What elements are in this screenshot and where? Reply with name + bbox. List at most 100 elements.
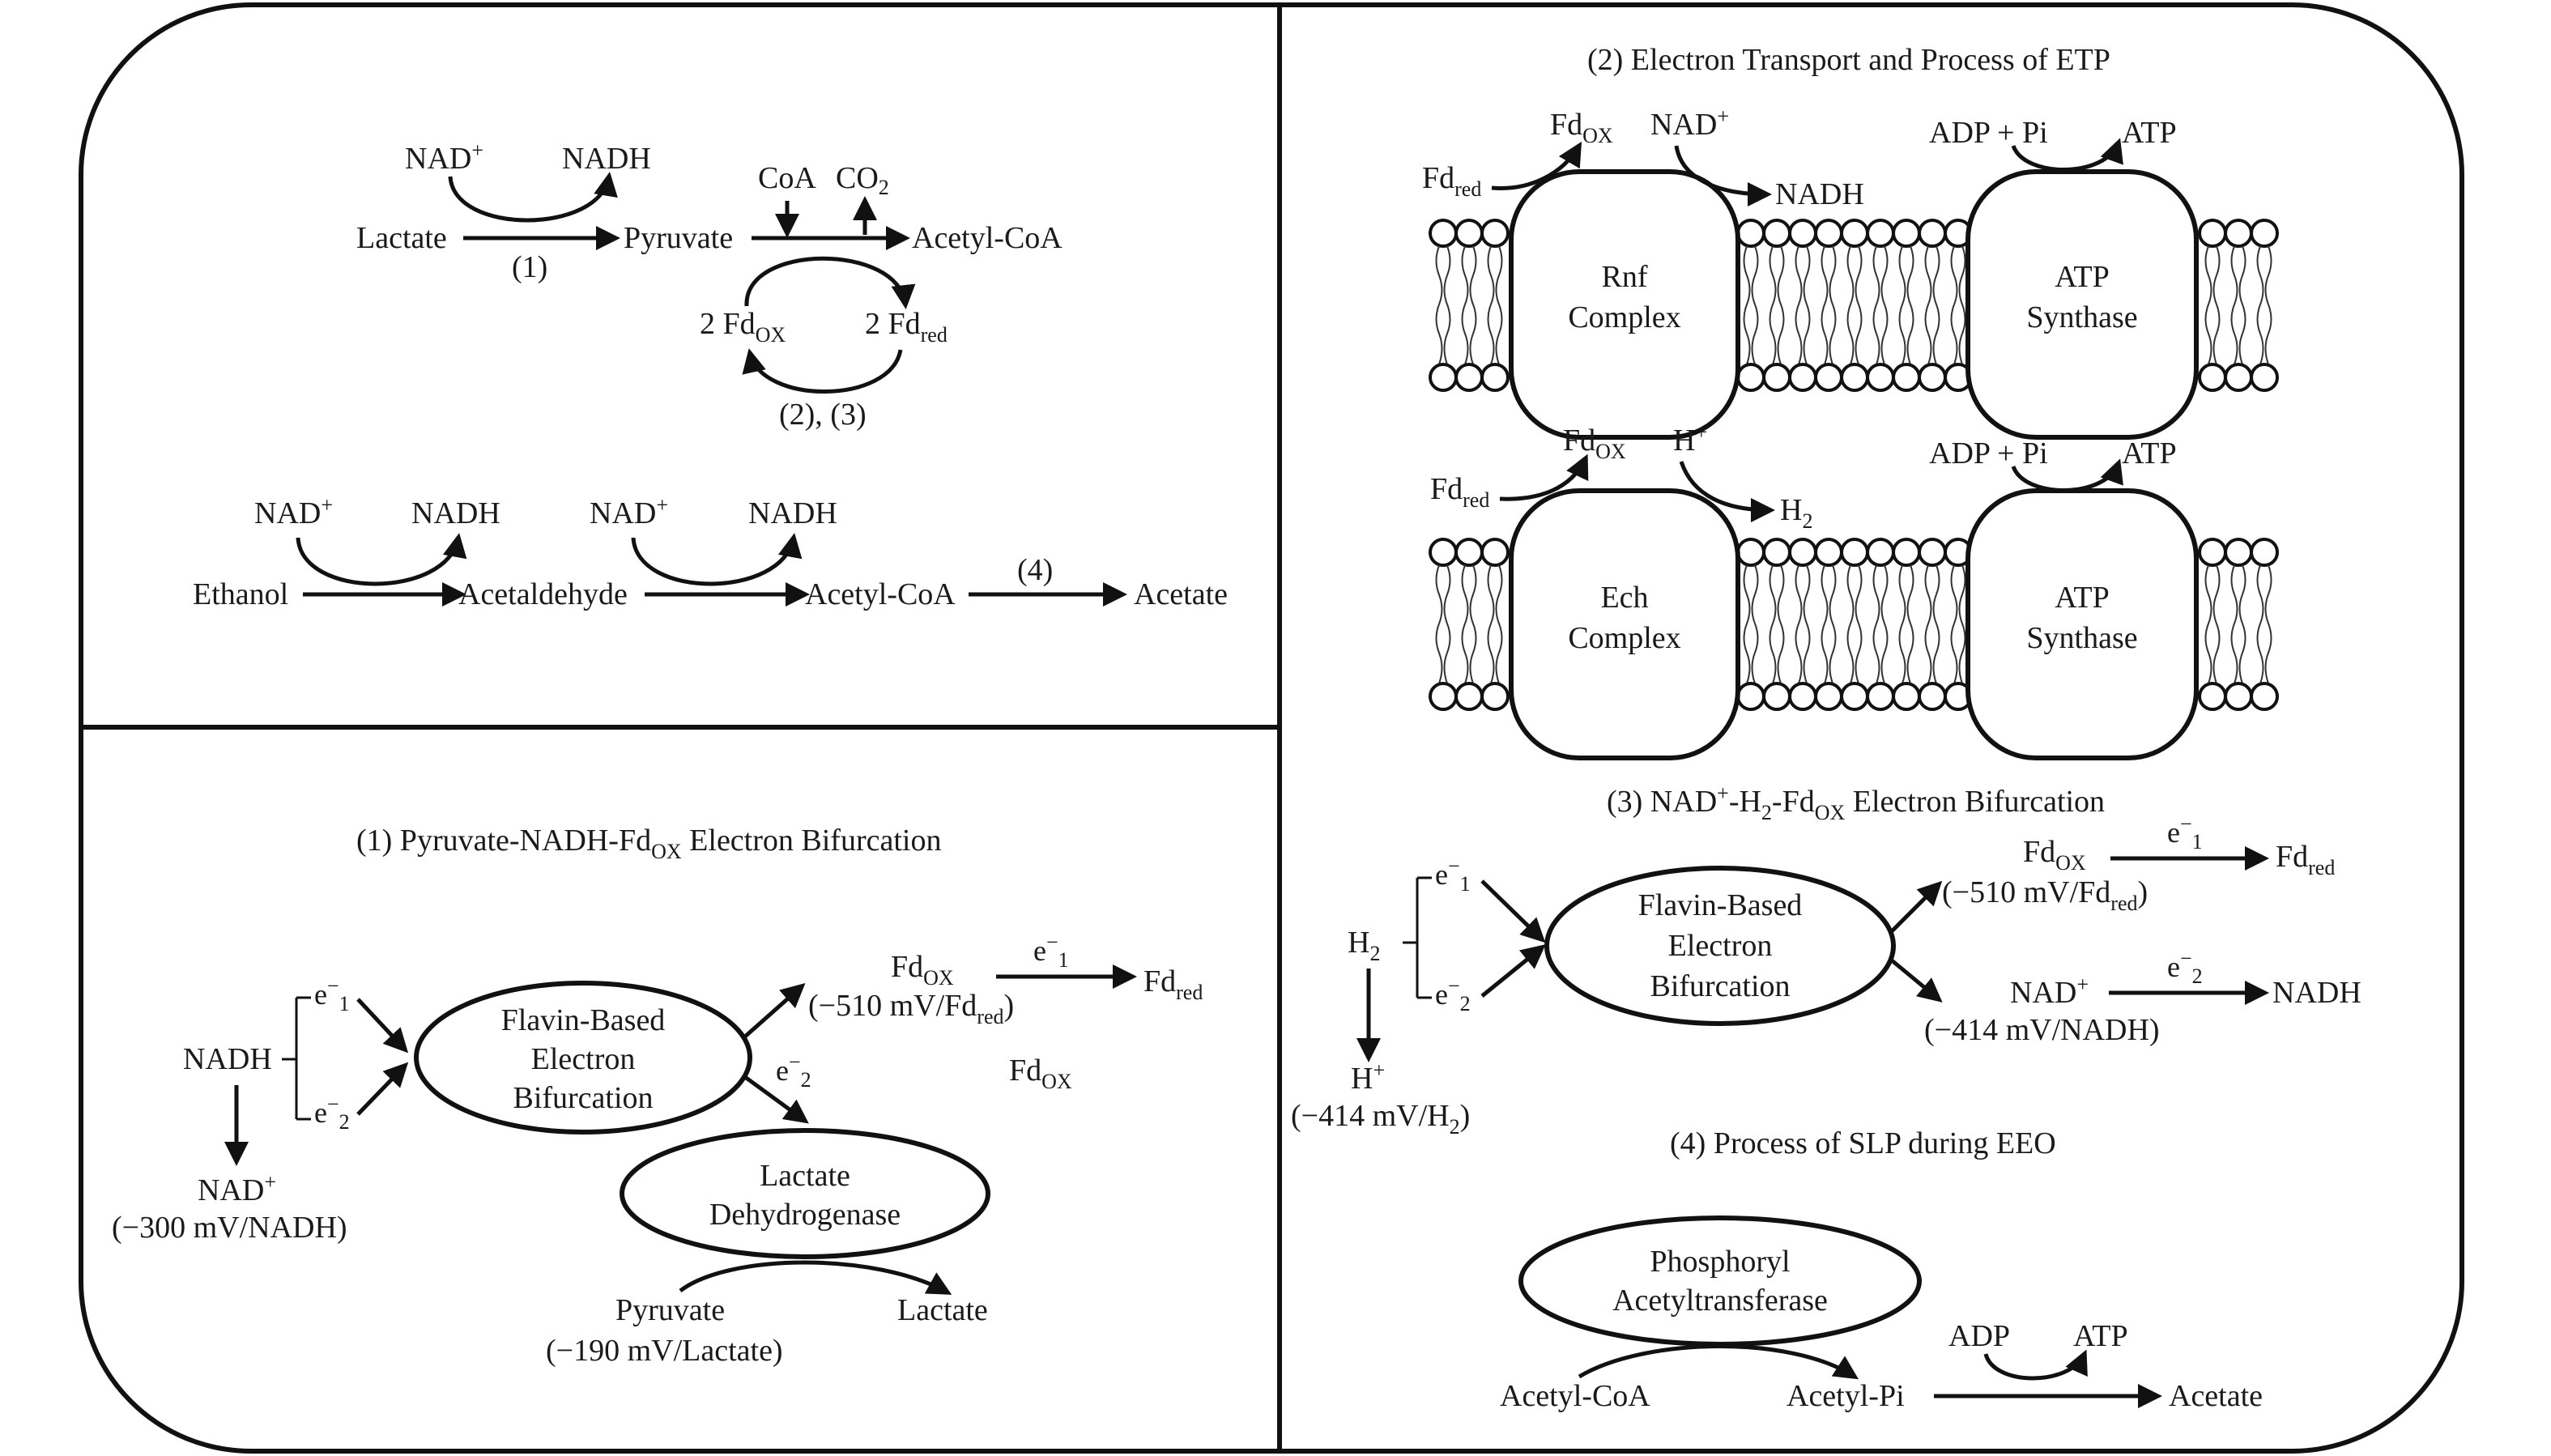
node-acetyl-coa-2: Acetyl-CoA bbox=[805, 577, 956, 611]
step-label-2-3: (2), (3) bbox=[779, 398, 867, 432]
panel-pathways: NAD+ NADH Lactate (1) Pyruvate Acetyl-Co… bbox=[193, 138, 1228, 611]
atp-synthase-upper-label-2: Synthase bbox=[2026, 300, 2137, 334]
potential-190: (−190 mV/Lactate) bbox=[546, 1334, 783, 1368]
label-nad-plus-upper: NAD+ bbox=[1650, 104, 1729, 142]
label-atp-lower: ATP bbox=[2122, 436, 2177, 470]
label-adp-pi-lower: ADP + Pi bbox=[1929, 436, 2048, 470]
node-acetyl-coa-1: Acetyl-CoA bbox=[912, 221, 1063, 255]
label-e1-bl: e−1 bbox=[314, 974, 350, 1015]
label-nadh-upper: NADH bbox=[1775, 177, 1864, 211]
ldh-ellipse bbox=[620, 1128, 990, 1259]
label-fd-ox-lower: FdOX bbox=[1563, 424, 1626, 463]
fbeb-br-label-1: Flavin-Based bbox=[1638, 888, 1803, 922]
label-nadh-3: NADH bbox=[748, 496, 837, 530]
label-nad-plus-bl: NAD+ bbox=[198, 1170, 276, 1207]
node-h-plus-br: H+ bbox=[1351, 1058, 1385, 1096]
node-ethanol: Ethanol bbox=[193, 577, 288, 611]
fbeb-br-label-3: Bifurcation bbox=[1650, 969, 1790, 1003]
label-2fd-red: 2 Fdred bbox=[865, 307, 948, 347]
potential-300: (−300 mV/NADH) bbox=[112, 1211, 347, 1245]
title-bifurcation-1: (1) Pyruvate-NADH-FdOX Electron Bifurcat… bbox=[356, 824, 941, 863]
node-h2-br: H2 bbox=[1348, 926, 1380, 965]
fbeb-bl-label-1: Flavin-Based bbox=[501, 1003, 666, 1037]
label-e1-transfer-bl: e−1 bbox=[1033, 930, 1069, 972]
node-lactate-bl: Lactate bbox=[897, 1293, 988, 1327]
label-h2: H2 bbox=[1780, 493, 1812, 533]
label-nadh-2: NADH bbox=[411, 496, 500, 530]
label-fd-red-br: Fdred bbox=[2276, 840, 2335, 879]
node-acetaldehyde: Acetaldehyde bbox=[458, 577, 628, 611]
panel-pyruvate-bifurcation: (1) Pyruvate-NADH-FdOX Electron Bifurcat… bbox=[112, 824, 1203, 1368]
atp-synthase-lower-label-1: ATP bbox=[2055, 581, 2110, 615]
fbeb-ellipse-bl bbox=[414, 981, 752, 1135]
title-etp: (2) Electron Transport and Process of ET… bbox=[1587, 43, 2110, 77]
label-atp-upper: ATP bbox=[2122, 116, 2177, 150]
label-e2-bl: e−2 bbox=[314, 1092, 350, 1134]
potential-414-h2: (−414 mV/H2) bbox=[1291, 1099, 1470, 1139]
atp-synthase-upper bbox=[1965, 169, 2199, 440]
node-lactate: Lactate bbox=[356, 221, 447, 255]
potential-510-bl: (−510 mV/Fdred) bbox=[808, 989, 1014, 1028]
node-acetyl-coa-br: Acetyl-CoA bbox=[1500, 1379, 1650, 1413]
potential-510-br: (−510 mV/Fdred) bbox=[1942, 875, 2148, 915]
node-acetyl-pi: Acetyl-Pi bbox=[1787, 1379, 1905, 1413]
fbeb-ellipse-br bbox=[1544, 866, 1896, 1026]
label-adp-br: ADP bbox=[1948, 1319, 2010, 1353]
label-fd-ox-br: FdOX bbox=[2023, 835, 2086, 875]
node-acetate-br: Acetate bbox=[2169, 1379, 2263, 1413]
node-pyruvate: Pyruvate bbox=[624, 221, 733, 255]
label-h-plus: H+ bbox=[1673, 420, 1707, 458]
node-nadh-bl: NADH bbox=[183, 1042, 272, 1076]
label-e2-br: e−2 bbox=[1435, 974, 1471, 1015]
fbeb-bl-label-3: Bifurcation bbox=[513, 1081, 653, 1115]
label-2fd-ox: 2 FdOX bbox=[700, 307, 786, 347]
pta-ellipse bbox=[1518, 1215, 1922, 1347]
label-fd-ox-bl-2: FdOX bbox=[1009, 1054, 1072, 1093]
label-nad-plus-3: NAD+ bbox=[590, 493, 668, 530]
atp-synthase-lower bbox=[1965, 488, 2199, 760]
fbeb-bl-label-2: Electron bbox=[531, 1042, 636, 1076]
ech-complex bbox=[1509, 488, 1740, 760]
fbeb-br-label-2: Electron bbox=[1668, 929, 1773, 963]
ech-label-2: Complex bbox=[1568, 621, 1680, 655]
panel-h2-bifurcation: (3) NAD+-H2-FdOX Electron Bifurcation H2… bbox=[1291, 781, 2361, 1413]
label-co2: CO2 bbox=[836, 161, 889, 199]
label-nadh-br: NADH bbox=[2272, 976, 2361, 1010]
label-nad-plus-2: NAD+ bbox=[254, 493, 333, 530]
rnf-complex bbox=[1509, 169, 1740, 440]
label-nad-plus-1: NAD+ bbox=[405, 138, 483, 176]
step-label-4: (4) bbox=[1017, 553, 1053, 587]
ldh-label-2: Dehydrogenase bbox=[709, 1198, 901, 1232]
pta-label-1: Phosphoryl bbox=[1650, 1245, 1790, 1279]
label-adp-pi-upper: ADP + Pi bbox=[1929, 116, 2048, 150]
label-fd-red-bl: Fdred bbox=[1143, 964, 1203, 1004]
rnf-label-1: Rnf bbox=[1602, 260, 1648, 294]
node-acetate-1: Acetate bbox=[1134, 577, 1228, 611]
label-atp-br: ATP bbox=[2073, 1319, 2128, 1353]
rnf-label-2: Complex bbox=[1568, 300, 1680, 334]
ech-label-1: Ech bbox=[1600, 581, 1648, 615]
outer-frame bbox=[79, 2, 2464, 1454]
label-nadh-1: NADH bbox=[562, 142, 651, 176]
label-e1-br: e−1 bbox=[1435, 854, 1471, 896]
label-e2-transfer-br: e−2 bbox=[2167, 947, 2203, 988]
ldh-label-1: Lactate bbox=[760, 1159, 850, 1193]
label-fd-ox-upper: FdOX bbox=[1550, 108, 1613, 147]
pta-label-2: Acetyltransferase bbox=[1612, 1284, 1828, 1318]
step-label-1: (1) bbox=[512, 250, 547, 284]
label-fd-ox-bl: FdOX bbox=[891, 950, 954, 990]
label-coa: CoA bbox=[758, 161, 816, 195]
atp-synthase-upper-label-1: ATP bbox=[2055, 260, 2110, 294]
panel-electron-transport: (2) Electron Transport and Process of ET… bbox=[1422, 43, 2279, 760]
title-slp: (4) Process of SLP during EEO bbox=[1670, 1126, 2056, 1160]
label-fd-red-upper: Fdred bbox=[1422, 161, 1481, 201]
atp-synthase-lower-label-2: Synthase bbox=[2026, 621, 2137, 655]
label-nad-plus-br: NAD+ bbox=[2010, 973, 2089, 1010]
label-e1-transfer-br: e−1 bbox=[2167, 812, 2203, 854]
label-fd-red-lower: Fdred bbox=[1430, 472, 1489, 512]
node-pyruvate-bl: Pyruvate bbox=[615, 1293, 725, 1327]
title-bifurcation-3: (3) NAD+-H2-FdOX Electron Bifurcation bbox=[1607, 781, 2105, 824]
potential-414-nadh: (−414 mV/NADH) bbox=[1924, 1013, 2160, 1047]
label-e2-transfer-bl: e−2 bbox=[776, 1050, 811, 1092]
